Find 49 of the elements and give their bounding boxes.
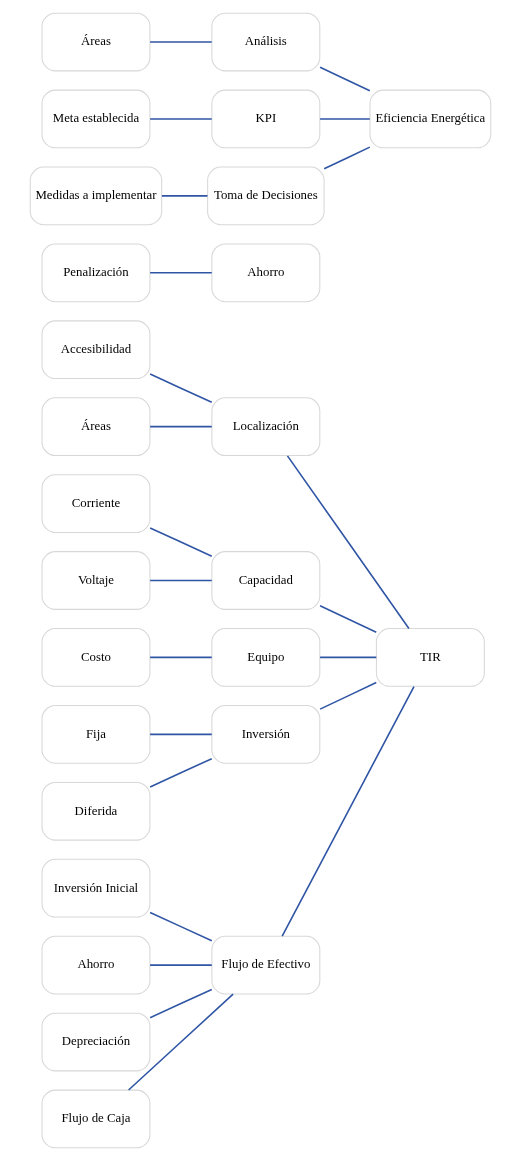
connector xyxy=(318,681,377,710)
node-box: Flujo de Caja xyxy=(41,1089,150,1149)
node-box: Flujo de Efectivo xyxy=(210,935,320,995)
node-box: Costo xyxy=(41,628,150,687)
node-box: Diferida xyxy=(41,781,150,841)
node-box: Capacidad xyxy=(210,551,320,610)
node-box: Áreas xyxy=(41,397,150,457)
connector xyxy=(148,757,213,788)
node-box: Toma de Decisiones xyxy=(206,166,325,226)
node-box: Análisis xyxy=(210,12,320,72)
connector xyxy=(148,911,213,942)
connector xyxy=(148,425,213,428)
node-box: Medidas a implementar xyxy=(29,166,162,226)
node-box: Voltaje xyxy=(41,551,150,610)
node-box: Ahorro xyxy=(41,935,150,995)
node-box: Fija xyxy=(41,704,150,764)
connector xyxy=(160,195,208,197)
connector xyxy=(318,604,377,634)
node-box: Depreciación xyxy=(41,1012,150,1072)
node-box: Inversión Inicial xyxy=(41,858,150,918)
node-box: TIR xyxy=(375,628,485,687)
connector xyxy=(148,964,213,966)
node-box: Corriente xyxy=(41,474,150,533)
connector xyxy=(148,988,213,1019)
connector xyxy=(318,66,371,92)
node-box: Inversión xyxy=(210,704,320,764)
node-box: KPI xyxy=(210,89,320,149)
connector xyxy=(318,656,377,659)
connector xyxy=(148,527,213,557)
node-box: Ahorro xyxy=(210,243,320,303)
connector xyxy=(318,118,371,120)
connector xyxy=(127,993,234,1091)
connector xyxy=(148,579,213,582)
node-box: Áreas xyxy=(41,12,150,72)
connector xyxy=(148,118,213,120)
node-box: Localización xyxy=(210,397,320,457)
connector xyxy=(280,685,415,937)
connector xyxy=(322,146,371,170)
connector xyxy=(148,733,213,736)
node-box: Meta establecida xyxy=(41,89,150,149)
node-box: Penalización xyxy=(41,243,150,303)
connector xyxy=(286,455,410,630)
connector xyxy=(148,41,213,43)
node-box: Equipo xyxy=(210,628,320,687)
connector xyxy=(148,373,213,404)
connector xyxy=(148,656,213,659)
node-box: Accesibilidad xyxy=(41,320,150,380)
node-box: Eficiencia Energética xyxy=(368,89,491,149)
connector xyxy=(148,272,213,274)
